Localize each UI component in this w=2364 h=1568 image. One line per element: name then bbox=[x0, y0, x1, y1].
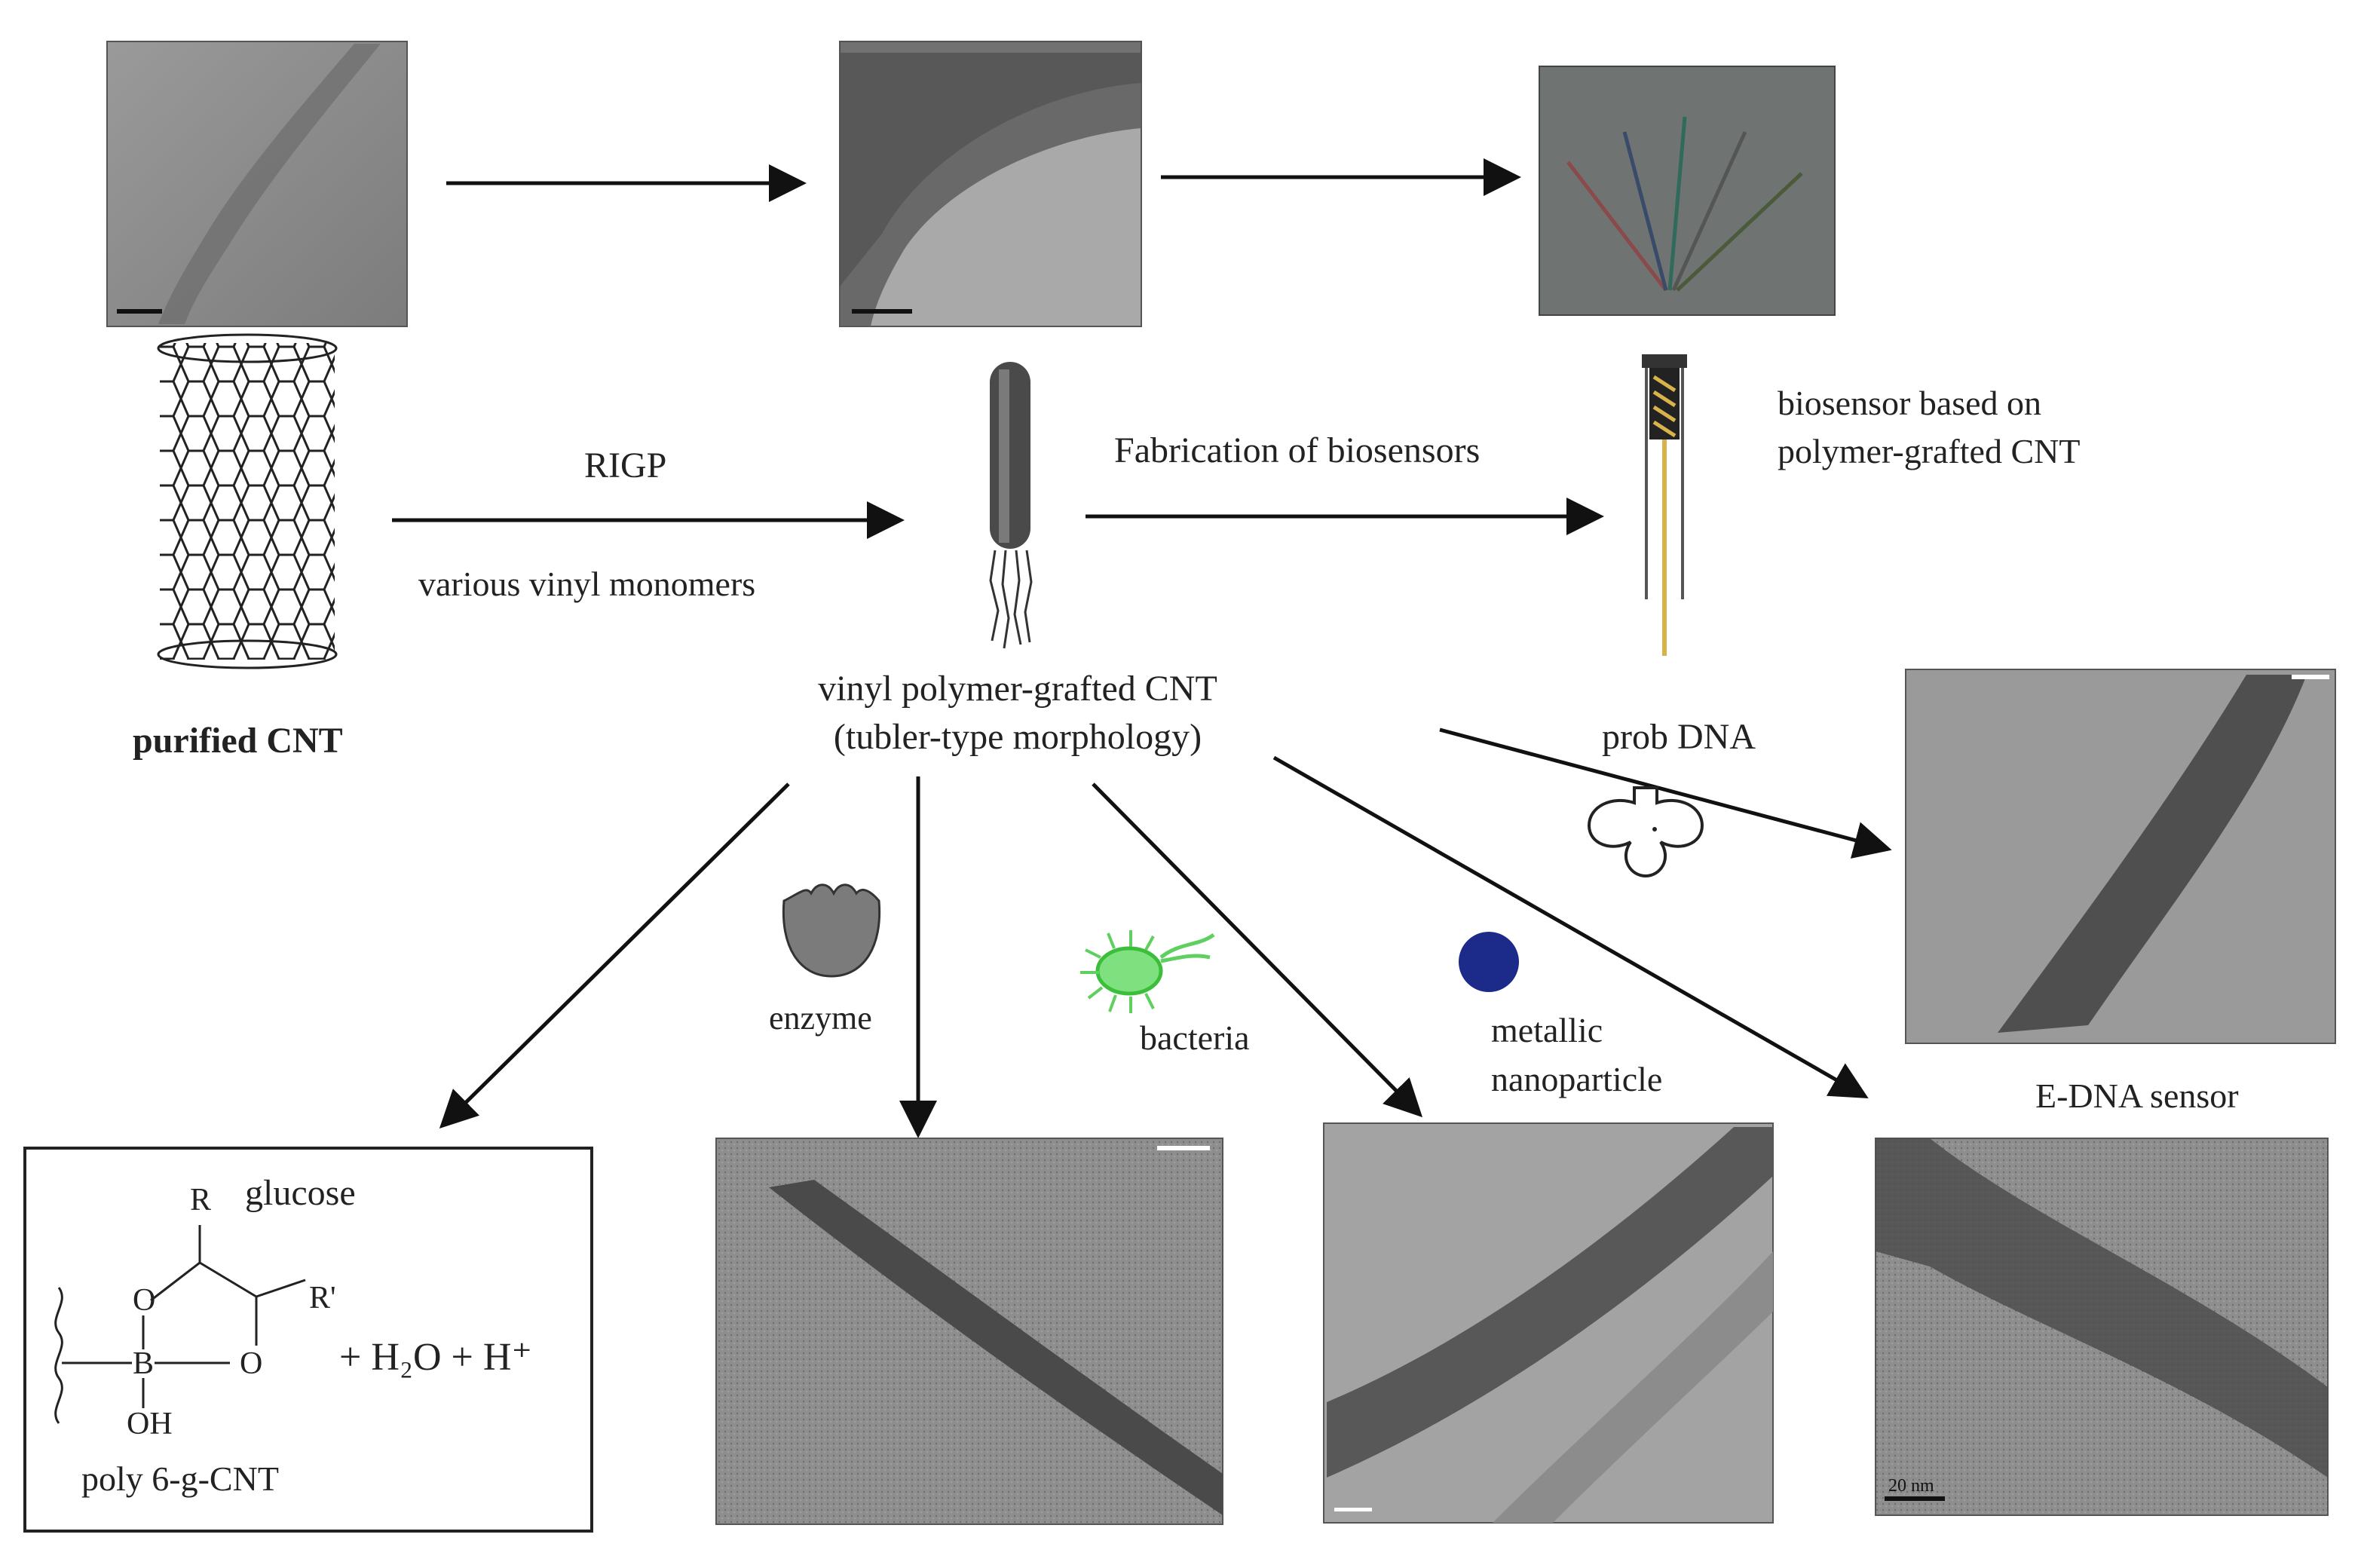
metallic-label-line1: metallic bbox=[1491, 1011, 1603, 1049]
enzyme-label: enzyme bbox=[769, 1000, 872, 1037]
poly-cnt-label: poly 6-g-CNT bbox=[81, 1459, 279, 1498]
prob-dna-icon bbox=[1587, 786, 1704, 878]
arrow-to-dna-tem bbox=[1272, 755, 1869, 1098]
tem-image-nanoparticle bbox=[1323, 1122, 1774, 1524]
cnt-hexagon-tube-drawing bbox=[157, 333, 338, 669]
arrow-to-edna-tem bbox=[1439, 727, 1892, 859]
chem-R-prime: R' bbox=[309, 1281, 336, 1315]
bacteria-icon bbox=[1080, 930, 1215, 1013]
electrode-sensor-drawing bbox=[1642, 354, 1687, 656]
fabrication-label: Fabrication of biosensors bbox=[1114, 430, 1481, 470]
purified-cnt-label: purified CNT bbox=[133, 721, 343, 761]
reaction-rhs-label: + H₂O + H⁺ bbox=[339, 1336, 532, 1379]
tem-image-enzyme bbox=[715, 1138, 1223, 1525]
various-monomers-label: various vinyl monomers bbox=[418, 565, 756, 603]
biosensor-label-line2: polymer-grafted CNT bbox=[1778, 432, 2081, 470]
tem-image-edna bbox=[1905, 669, 2336, 1044]
arrow-to-glucose bbox=[439, 782, 790, 1129]
grafted-cnt-label-line1: vinyl polymer-grafted CNT bbox=[818, 669, 1217, 709]
grafted-cnt-cylinder bbox=[989, 362, 1033, 649]
chem-O-top: O bbox=[133, 1283, 155, 1318]
tem-image-grafted-cnt bbox=[839, 41, 1142, 327]
enzyme-icon bbox=[782, 884, 881, 978]
chem-B: B bbox=[133, 1346, 154, 1381]
prob-dna-label: prob DNA bbox=[1602, 717, 1756, 757]
tem-image-dna bbox=[1875, 1138, 2329, 1516]
grafted-cnt-label-line2: (tubler-type morphology) bbox=[833, 717, 1202, 757]
metallic-label-line2: nanoparticle bbox=[1491, 1060, 1663, 1098]
nanoparticle-icon bbox=[1459, 932, 1519, 992]
bacteria-label: bacteria bbox=[1140, 1018, 1250, 1057]
arrow-to-nanoparticle-tem bbox=[1092, 782, 1423, 1118]
chem-R: R bbox=[190, 1183, 211, 1217]
photo-biosensor-electrodes bbox=[1539, 66, 1836, 316]
chem-O-right: O bbox=[240, 1346, 262, 1381]
chem-OH: OH bbox=[127, 1407, 173, 1441]
edna-sensor-label: E-DNA sensor bbox=[2035, 1076, 2239, 1115]
tem-image-purified-cnt bbox=[106, 41, 408, 327]
glucose-reaction-box bbox=[23, 1147, 593, 1533]
biosensor-label-line1: biosensor based on bbox=[1778, 384, 2042, 422]
rigp-label: RIGP bbox=[584, 446, 667, 485]
glucose-label: glucose bbox=[245, 1173, 356, 1213]
scalebar-label: 20 nm bbox=[1888, 1476, 1934, 1496]
